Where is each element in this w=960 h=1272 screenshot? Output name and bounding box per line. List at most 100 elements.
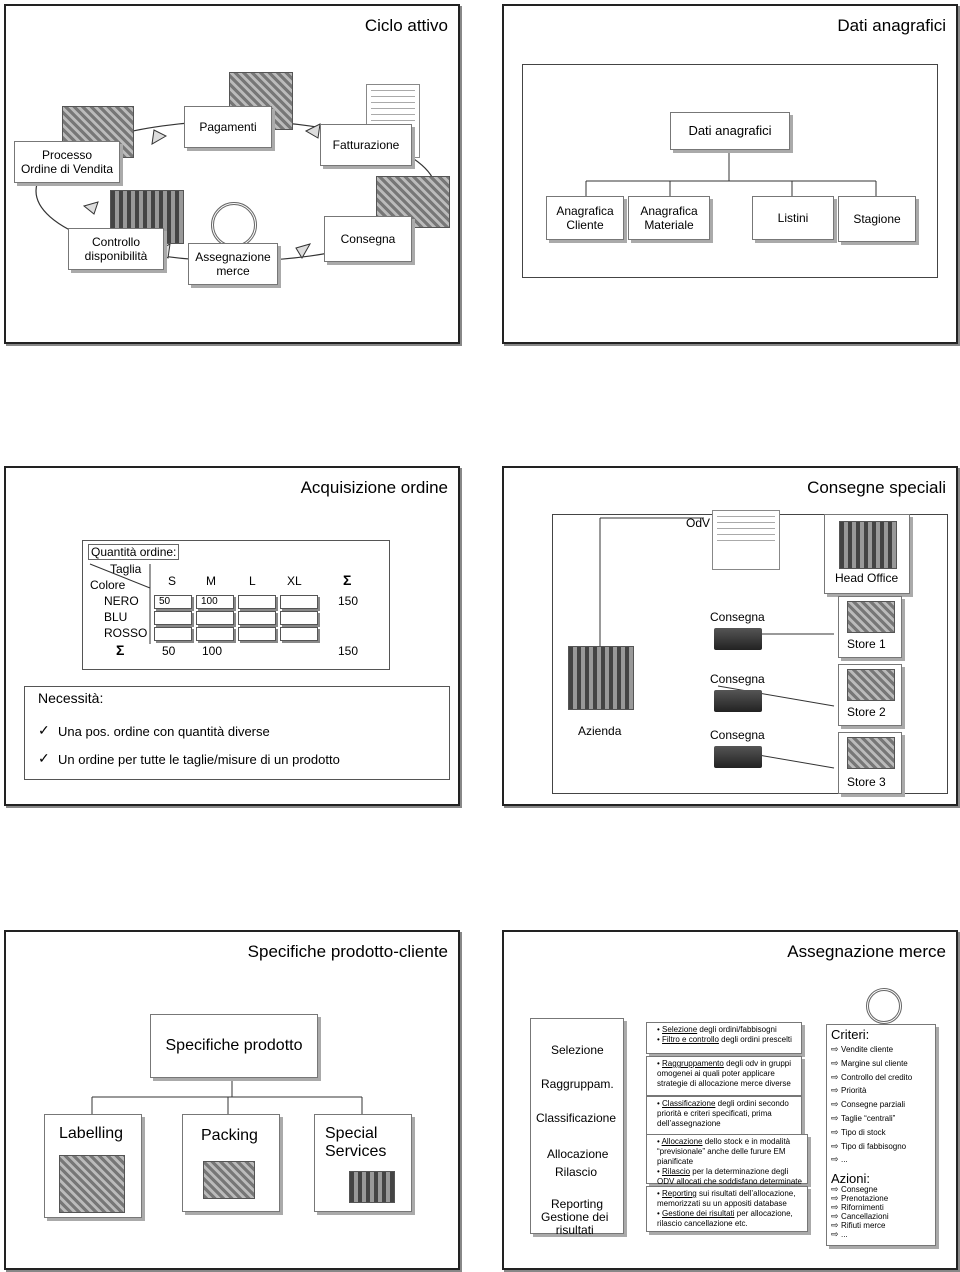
root-dati-anagrafici: Dati anagrafici xyxy=(670,112,790,150)
check-text-2: Un ordine per tutte le taglie/misure di … xyxy=(58,752,340,767)
slide-acquisizione-ordine: Acquisizione ordine Quantità ordine: Tag… xyxy=(4,466,460,806)
labelling-box: Labelling xyxy=(44,1114,142,1218)
consegna-1: Consegna xyxy=(710,610,765,624)
consegna-2: Consegna xyxy=(710,672,765,686)
store3-label: Store 3 xyxy=(847,775,886,789)
sum-total: 150 xyxy=(338,644,359,658)
slide-specifiche-prodotto-cliente: Specifiche prodotto-cliente Specifiche p… xyxy=(4,930,460,1270)
cell-blu-s xyxy=(154,611,192,625)
desc-raggruppamento: Raggruppamento degli odv in gruppi omoge… xyxy=(646,1056,802,1096)
store2-label: Store 2 xyxy=(847,705,886,719)
desc-reporting: Reporting sui risultati dell’allocazione… xyxy=(646,1186,808,1232)
azienda-label: Azienda xyxy=(578,724,622,738)
cell-blu-m xyxy=(196,611,234,625)
header-diagonal xyxy=(89,563,151,644)
assign-logo-icon xyxy=(211,202,257,248)
slide-dati-anagrafici: Dati anagrafici Dati anagrafici Anagrafi… xyxy=(502,4,958,344)
head-office-label: Head Office xyxy=(835,571,899,585)
criteri-list: Vendite clienteMargine sul clienteContro… xyxy=(831,1043,933,1167)
azienda-building xyxy=(568,646,634,710)
color-nero: NERO xyxy=(104,594,139,608)
desc-allocazione: Allocazione dello stock e in modalità “p… xyxy=(646,1134,808,1196)
special-services-label: Special Services xyxy=(325,1125,387,1160)
truck-icon xyxy=(714,628,762,650)
qty-label: Quantità ordine: xyxy=(88,544,180,560)
slide-title: Consegne speciali xyxy=(807,478,946,497)
root-specifiche-prodotto: Specifiche prodotto xyxy=(150,1014,318,1078)
printer-icon xyxy=(349,1171,395,1203)
qty-table-frame xyxy=(82,540,390,670)
step-reporting: Reporting xyxy=(551,1197,604,1211)
slide-title: Dati anagrafici xyxy=(837,16,946,35)
slide-title: Specifiche prodotto-cliente xyxy=(247,942,448,961)
necessita-panel xyxy=(24,686,450,780)
packing-box: Packing xyxy=(182,1114,280,1212)
azioni-title: Azioni: xyxy=(831,1171,871,1186)
tree-lines xyxy=(585,150,877,196)
size-m: M xyxy=(206,574,216,588)
cell-nero-xl xyxy=(280,595,318,609)
odv-document xyxy=(712,510,780,570)
item-anagrafica-materiale: Anagrafica Materiale xyxy=(628,196,710,240)
head-office-box: Head Office xyxy=(824,514,910,594)
colore-label: Colore xyxy=(90,578,126,592)
step-gestione: Gestione dei risultati xyxy=(541,1210,609,1237)
slide-assegnazione-merce: Assegnazione merce Selezione Raggruppam.… xyxy=(502,930,958,1270)
sigma-header: Σ xyxy=(343,572,352,588)
item-listini: Listini xyxy=(752,196,834,240)
desc-classificazione: Classificazione degli ordini secondo pri… xyxy=(646,1096,802,1136)
box-pagamenti: Pagamenti xyxy=(184,106,272,148)
azioni-list: ConsegnePrenotazioneRifornimentiCancella… xyxy=(831,1185,933,1239)
cell-nero-s: 50 xyxy=(154,595,192,609)
step-allocazione: Allocazione xyxy=(547,1147,609,1161)
step-selezione: Selezione xyxy=(551,1043,604,1057)
taglia-label: Taglia xyxy=(110,562,142,576)
sum-m: 100 xyxy=(202,644,223,658)
box-controllo: Controllo disponibilità xyxy=(68,228,164,270)
step-raggruppam: Raggruppam. xyxy=(541,1077,614,1091)
labelling-label: Labelling xyxy=(59,1125,124,1142)
cell-nero-l xyxy=(238,595,276,609)
slide-title: Acquisizione ordine xyxy=(300,478,448,497)
cell-rosso-m xyxy=(196,627,234,641)
criteri-panel: Criteri: Vendite clienteMargine sul clie… xyxy=(826,1024,936,1246)
consegna-3: Consegna xyxy=(710,728,765,742)
store-photo xyxy=(847,669,895,701)
cell-rosso-l xyxy=(238,627,276,641)
step-rilascio: Rilascio xyxy=(555,1165,598,1179)
slide-ciclo-attivo: Ciclo attivo Processo Ordine di Vendita … xyxy=(4,4,460,344)
diagram-frame xyxy=(522,64,938,278)
store3-box: Store 3 xyxy=(838,732,902,794)
packing-box-icon xyxy=(203,1161,255,1199)
color-blu: BLU xyxy=(104,610,128,624)
tree-lines xyxy=(91,1078,363,1114)
sum-s: 50 xyxy=(162,644,176,658)
slide-consegne-speciali: Consegne speciali OdV Azienda Consegna C… xyxy=(502,466,958,806)
box-fatturazione: Fatturazione xyxy=(320,124,412,166)
cell-nero-m: 100 xyxy=(196,595,234,609)
cell-blu-xl xyxy=(280,611,318,625)
criteri-title: Criteri: xyxy=(831,1027,870,1042)
packing-label: Packing xyxy=(201,1127,258,1144)
store-photo xyxy=(847,737,895,769)
box-assegnazione: Assegnazione merce xyxy=(188,243,278,285)
necessita-label: Necessità: xyxy=(38,690,104,706)
truck-icon xyxy=(714,690,762,712)
size-l: L xyxy=(249,574,256,588)
store1-label: Store 1 xyxy=(847,637,886,651)
truck-icon xyxy=(714,746,762,768)
step-classificazione: Classificazione xyxy=(536,1111,617,1125)
slide-title: Assegnazione merce xyxy=(787,942,946,961)
store1-box: Store 1 xyxy=(838,596,902,658)
nero-total: 150 xyxy=(338,594,359,608)
item-anagrafica-cliente: Anagrafica Cliente xyxy=(546,196,624,240)
color-rosso: ROSSO xyxy=(104,626,148,640)
special-services-box: Special Services xyxy=(314,1114,412,1212)
steps-panel: Selezione Raggruppam. Classificazione Al… xyxy=(530,1018,624,1237)
check-text-1: Una pos. ordine con quantità diverse xyxy=(58,724,270,739)
cell-rosso-xl xyxy=(280,627,318,641)
head-office-photo xyxy=(839,521,897,569)
box-consegna: Consegna xyxy=(324,216,412,262)
assign-logo-icon xyxy=(866,988,902,1024)
item-stagione: Stagione xyxy=(838,196,916,242)
